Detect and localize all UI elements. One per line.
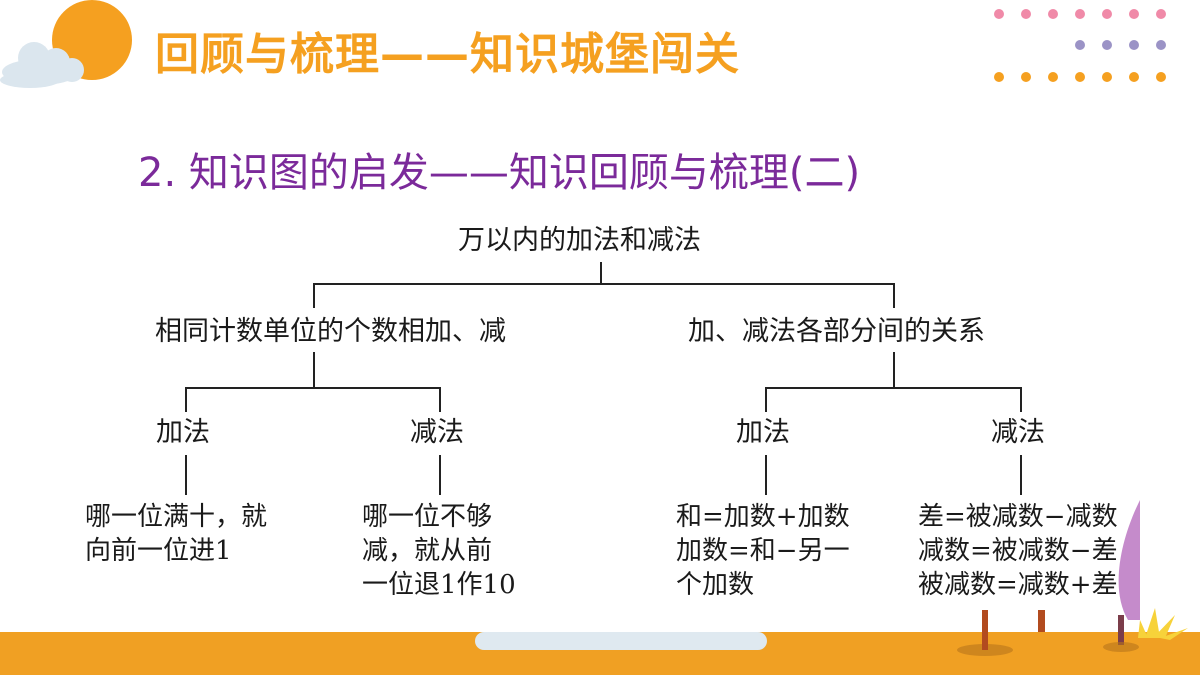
rule-line: 和=加数+加数: [676, 502, 850, 532]
right-add-rule: 和=加数+加数 加数=和−另一 个加数: [676, 500, 850, 602]
rule-line: 个加数: [676, 570, 755, 600]
tree-root: 万以内的加法和减法: [458, 225, 701, 256]
connector: [600, 262, 602, 284]
left-sub-label: 减法: [410, 417, 464, 448]
trunk: [1118, 615, 1124, 645]
dots-decoration: [994, 9, 1166, 82]
connector: [893, 283, 895, 308]
section-subtitle: 2. 知识图的启发——知识回顾与梳理(二): [138, 150, 861, 196]
connector: [439, 387, 441, 412]
trunk: [1038, 610, 1045, 632]
connector: [185, 455, 187, 495]
rule-line: 加数=和−另一: [676, 536, 850, 566]
connector: [1020, 455, 1022, 495]
page-title: 回顾与梳理——知识城堡闯关: [155, 29, 740, 80]
rule-line: 减数=被减数−差: [918, 536, 1118, 566]
connector: [439, 455, 441, 495]
right-sub-rule: 差=被减数−减数 减数=被减数−差 被减数=减数+差: [918, 500, 1118, 602]
connector: [893, 352, 895, 388]
connector: [185, 387, 187, 412]
connector: [765, 387, 1022, 389]
ground-shadow: [1103, 642, 1139, 652]
tree-branch-left: 相同计数单位的个数相加、减: [155, 316, 506, 347]
rule-line: 哪一位满十，就: [85, 502, 268, 532]
left-add-label: 加法: [156, 417, 210, 448]
connector: [313, 283, 315, 308]
sun-cloud-decoration: [0, 0, 132, 88]
tree-decoration: [957, 500, 1188, 656]
right-sub-label: 减法: [991, 417, 1045, 448]
leaf-icon: [1118, 500, 1140, 620]
rule-line: 减，就从前: [362, 536, 493, 566]
left-sub-rule: 哪一位不够 减，就从前 一位退1作10: [362, 500, 516, 602]
connector: [313, 283, 895, 285]
rule-line: 差=被减数−减数: [918, 502, 1118, 532]
rule-line: 向前一位进1: [85, 536, 232, 566]
tree-branch-right: 加、减法各部分间的关系: [688, 316, 985, 347]
rule-line: 被减数=减数+差: [918, 570, 1118, 600]
trunk: [982, 610, 988, 650]
rule-line: 哪一位不够: [362, 502, 493, 532]
connector: [1020, 387, 1022, 412]
footer-bar: [475, 632, 767, 650]
connector: [313, 352, 315, 388]
rule-line: 一位退1作10: [362, 570, 516, 600]
grass-icon: [1138, 608, 1188, 640]
left-add-rule: 哪一位满十，就 向前一位进1: [85, 500, 267, 568]
connector: [765, 455, 767, 495]
cloud-icon: [0, 42, 84, 88]
connector: [185, 387, 441, 389]
connector: [765, 387, 767, 412]
right-add-label: 加法: [736, 417, 790, 448]
